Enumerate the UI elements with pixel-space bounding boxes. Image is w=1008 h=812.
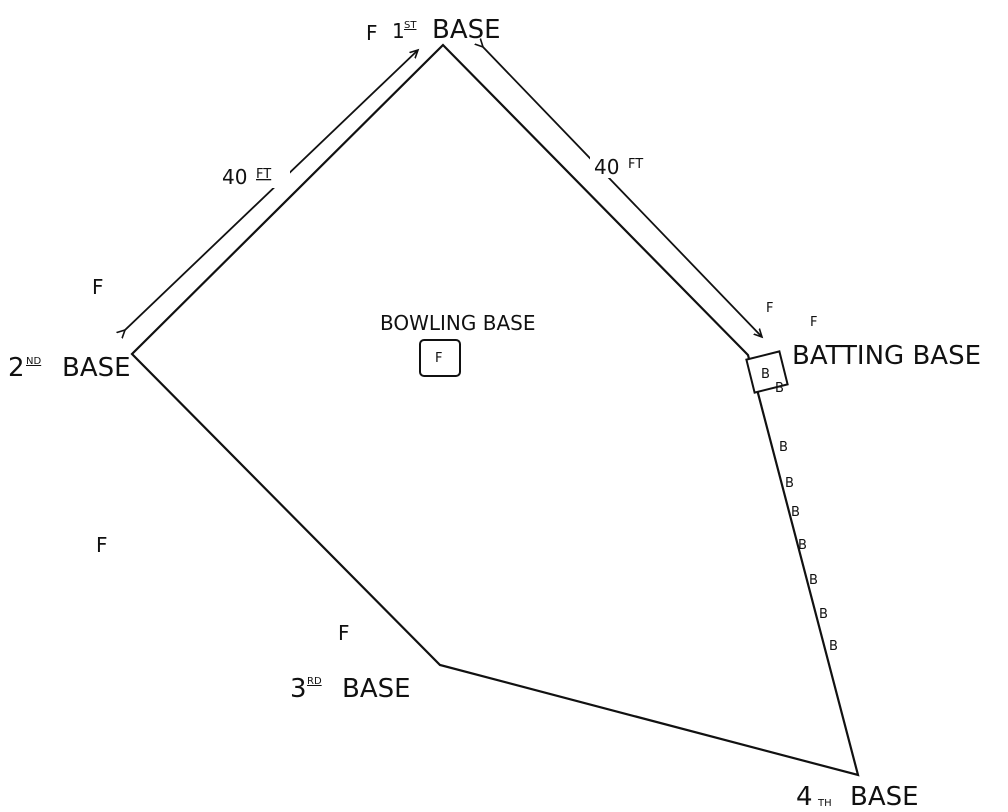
bowling-box (419, 339, 461, 377)
svg-text:BASE: BASE (850, 782, 919, 812)
fourth-base-label: 4 TH BASE (796, 782, 919, 812)
svg-text:FT: FT (256, 167, 271, 182)
batter-marker: B (809, 573, 818, 588)
batter-marker: B (798, 538, 807, 553)
distance-label-left: 40 FT (218, 162, 290, 189)
distance-arrow-first-second (125, 50, 418, 330)
svg-text:BASE: BASE (432, 15, 501, 45)
first-base-label: F 1 ST BASE (366, 15, 501, 45)
bowling-box-marker: F (435, 351, 442, 366)
batter-marker: B (819, 607, 828, 622)
svg-text:1: 1 (392, 19, 405, 43)
batter-marker: B (791, 505, 800, 520)
svg-text:FT: FT (628, 157, 643, 172)
svg-text:TH: TH (817, 798, 832, 809)
field-outline (130, 43, 860, 777)
svg-text:2: 2 (8, 353, 25, 383)
svg-text:BASE: BASE (62, 353, 131, 383)
svg-text:BASE: BASE (342, 674, 411, 704)
batter-marker: B (779, 440, 788, 455)
fielder-marker: F (810, 315, 817, 330)
svg-text:3: 3 (290, 674, 307, 704)
batting-box-marker: B (761, 367, 770, 382)
batter-marker: B (829, 639, 838, 654)
batting-box (745, 350, 789, 394)
svg-text:RD: RD (307, 676, 322, 687)
svg-text:40: 40 (222, 165, 247, 189)
second-base-label: 2 ND BASE (8, 353, 131, 383)
svg-text:ST: ST (404, 20, 417, 31)
svg-text:40: 40 (594, 155, 619, 179)
batting-base-label: BATTING BASE (792, 341, 981, 371)
svg-text:ND: ND (26, 356, 41, 367)
batter-marker: B (775, 381, 784, 396)
distance-arrow-first-batting (483, 47, 762, 337)
svg-text:4: 4 (796, 782, 813, 812)
fielder-marker: F (92, 275, 104, 299)
fielder-marker: F (766, 301, 773, 316)
distance-label-right: 40 FT (590, 152, 662, 179)
fielder-marker: F (366, 21, 378, 45)
batter-marker: B (785, 476, 794, 491)
third-base-label: 3 RD BASE (290, 674, 411, 704)
batter-queue: B B B B B B B B (775, 381, 838, 654)
bowling-base-label: BOWLING BASE (380, 311, 535, 335)
fielder-marker: F (96, 533, 108, 557)
fielder-marker: F (338, 621, 350, 645)
